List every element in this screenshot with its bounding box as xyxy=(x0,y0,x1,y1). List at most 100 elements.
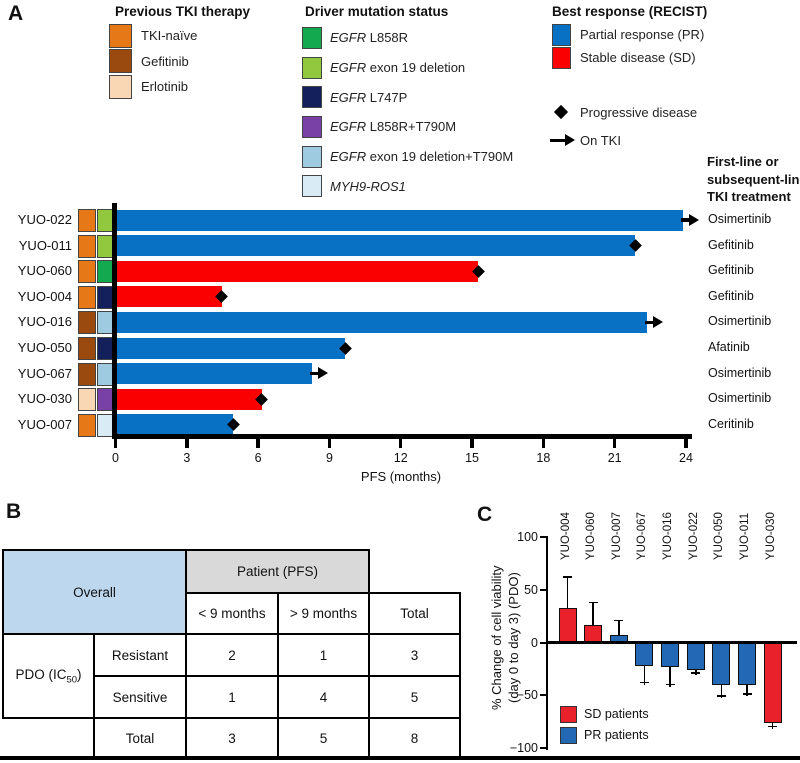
a-x-axis-title: PFS (months) xyxy=(360,469,442,484)
error-bar-cap xyxy=(716,695,726,697)
error-bar-line xyxy=(618,620,620,638)
viability-bar xyxy=(584,624,603,643)
error-bar-line xyxy=(643,665,646,685)
a-x-tick-label: 15 xyxy=(465,451,479,465)
c-y-tick-label: 50 xyxy=(524,582,538,597)
table-row-resistant: Resistant xyxy=(93,633,185,675)
legend-item-label: TKI-naïve xyxy=(141,28,198,44)
legend-best-response-title: Best response (RECIST) xyxy=(552,4,708,19)
legend-item: EGFR L858R+T790M xyxy=(302,112,513,142)
panel-c-letter: C xyxy=(477,503,493,526)
table-col-lt9: < 9 months xyxy=(185,592,277,633)
c-y-tick xyxy=(540,588,546,591)
table-value: 2 xyxy=(185,633,277,675)
a-y-axis-line xyxy=(112,203,117,439)
a-x-tick-label: 12 xyxy=(393,451,408,465)
legend-item: On TKI xyxy=(550,127,707,153)
a-x-tick xyxy=(185,439,189,448)
a-x-tick xyxy=(327,439,332,448)
a-x-tick xyxy=(541,439,546,448)
patient-label: YUO-004 xyxy=(17,288,72,304)
c-category-label: YUO-007 xyxy=(610,512,623,560)
error-bar-line xyxy=(566,577,569,610)
c-y-tick xyxy=(540,694,546,697)
on-tki-arrow-tail xyxy=(309,371,319,376)
c-category-label: YUO-022 xyxy=(687,512,700,560)
patient-label: YUO-060 xyxy=(17,263,72,279)
c-y-tick-label: 0 xyxy=(531,635,538,650)
treatment-label: Osimertinib xyxy=(708,212,772,226)
error-bar-cap xyxy=(614,619,624,622)
legend-item: EGFR L747P xyxy=(302,82,513,112)
treatment-label: Osimertinib xyxy=(708,365,772,380)
error-bar-cap xyxy=(563,576,572,578)
color-swatch xyxy=(552,23,571,46)
a-x-axis-line xyxy=(112,434,692,439)
tki-swatch xyxy=(78,234,96,258)
tki-swatch xyxy=(78,209,96,232)
c-category-label: YUO-016 xyxy=(662,512,675,560)
pfs-bar xyxy=(117,388,262,410)
legend-best-response-items: Partial response (PR)Stable disease (SD)… xyxy=(550,23,707,153)
pfs-bar xyxy=(117,235,636,257)
color-swatch xyxy=(302,175,322,198)
legend-item: Progressive disease xyxy=(552,99,707,125)
patient-label: YUO-007 xyxy=(17,416,72,432)
viability-bar xyxy=(558,607,577,643)
patient-label: YUO-011 xyxy=(18,237,72,253)
pdo-label: PDO (IC50) xyxy=(15,666,82,686)
color-swatch xyxy=(302,145,322,168)
table-value: 5 xyxy=(368,675,461,717)
legend-sd-swatch xyxy=(560,706,577,723)
color-swatch xyxy=(302,26,322,49)
legend-item: EGFR exon 19 deletion xyxy=(302,53,513,83)
legend-sd-label: SD patients xyxy=(584,707,649,721)
error-bar-cap xyxy=(588,601,598,604)
a-x-tick xyxy=(470,439,474,448)
color-swatch xyxy=(109,49,132,74)
viability-bar xyxy=(763,642,782,723)
color-swatch xyxy=(302,56,322,79)
error-bar-cap xyxy=(665,683,675,686)
tki-swatch xyxy=(78,362,96,386)
treatment-column-header: First-line or subsequent-line TKI treatm… xyxy=(707,154,800,204)
pfs-bar xyxy=(117,209,683,231)
tki-swatch xyxy=(78,388,96,412)
on-tki-arrow-tail xyxy=(680,218,690,222)
pfs-bar xyxy=(117,363,312,385)
color-swatch xyxy=(109,23,132,48)
a-x-tick-label: 3 xyxy=(183,451,191,465)
tki-swatch xyxy=(78,413,96,437)
legend-item: EGFR L858R xyxy=(302,23,513,53)
error-bar-line xyxy=(592,602,594,627)
legend-item: MYH9-ROS1 xyxy=(302,171,513,201)
error-bar-line xyxy=(746,684,748,697)
legend-best-response: Best response (RECIST) Partial response … xyxy=(550,4,708,153)
error-bar-cap xyxy=(639,681,649,684)
c-y-tick xyxy=(540,536,546,539)
table-cell-patient-pfs: Patient (PFS) xyxy=(185,549,370,592)
patient-label: YUO-050 xyxy=(17,340,72,355)
patient-label: YUO-016 xyxy=(17,314,72,330)
on-tki-arrow-head xyxy=(317,367,328,380)
treatment-label: Gefitinib xyxy=(708,288,754,303)
legend-item: Gefitinib xyxy=(109,49,250,75)
legend-item-label: MYH9-ROS1 xyxy=(330,178,406,194)
tki-swatch xyxy=(78,311,96,335)
patient-label: YUO-022 xyxy=(17,212,72,227)
tki-swatch xyxy=(78,337,96,360)
a-x-tick-label: 0 xyxy=(112,451,119,465)
c-y-tick xyxy=(540,746,546,749)
legend-item-label: EGFR exon 19 deletion xyxy=(330,60,466,76)
table-value: 1 xyxy=(185,675,277,717)
a-x-tick-label: 18 xyxy=(536,451,551,465)
arrow-tail xyxy=(550,138,566,142)
legend-item: Stable disease (SD) xyxy=(552,46,707,69)
c-category-label: YUO-011 xyxy=(739,512,752,560)
c-y-tick-label: 100 xyxy=(517,530,538,545)
table-value: 3 xyxy=(368,633,461,675)
